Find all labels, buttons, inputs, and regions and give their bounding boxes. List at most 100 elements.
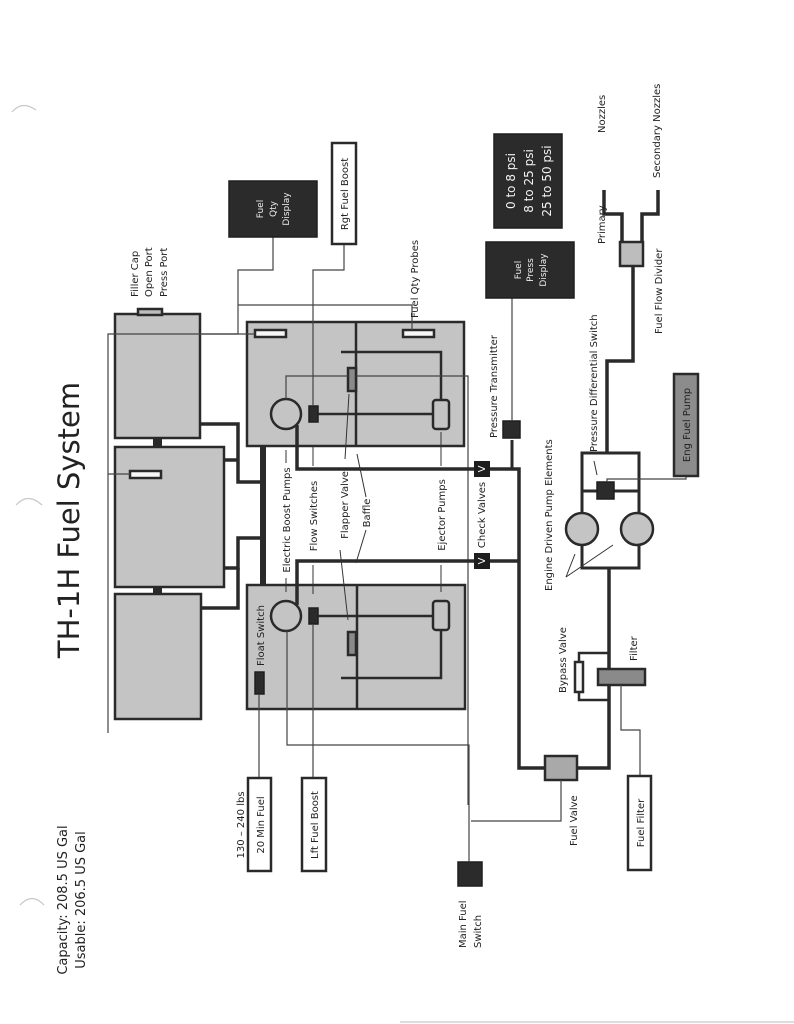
primary-nozzle-line <box>602 190 624 242</box>
engine-driven-pump-element-2 <box>619 511 655 547</box>
fuel-qty-display-line-2: Qty <box>269 200 279 217</box>
fuel-qty-probe-right-aft <box>401 328 436 339</box>
probe-wire-aft <box>238 304 413 330</box>
fuel-press-display <box>485 241 575 299</box>
ejector-pickup-left <box>341 630 443 680</box>
leader-edp-2 <box>565 544 614 578</box>
fuel-qty-probes-label: Fuel Qty Probes <box>410 240 421 318</box>
pump-outlet-line <box>605 265 635 453</box>
filter <box>596 667 647 687</box>
filler-cap <box>136 307 164 317</box>
crossfeed-pipe-1 <box>200 422 262 484</box>
low-fuel-range-label: 130 – 240 lbs <box>236 791 247 858</box>
bypass-valve <box>573 660 585 694</box>
press-port-label: Press Port <box>159 248 170 297</box>
psi-range-2: 8 to 25 psi <box>522 149 536 213</box>
tank-interconnect-2 <box>153 586 162 595</box>
flow-switch-left <box>308 607 319 625</box>
check-valves-label: Check Valves <box>477 482 488 548</box>
baffle-label: Baffle <box>362 499 373 528</box>
check-valve-left <box>474 553 490 569</box>
boost-pump-wire-right <box>285 375 348 399</box>
probe-wire-cell <box>107 305 239 733</box>
fuel-valve-wire <box>471 780 562 822</box>
pressure-transmitter-label: Pressure Transmitter <box>489 334 500 438</box>
leader-baffle-right <box>356 453 367 498</box>
secondary-nozzle-line <box>640 190 660 242</box>
fuel-qty-probe-right-fwd <box>253 328 288 339</box>
punch-hole-bottom <box>19 897 45 906</box>
punch-hole-middle <box>15 497 43 506</box>
punch-hole-top <box>11 104 37 113</box>
electric-boost-pumps-label: Electric Boost Pumps <box>282 467 293 572</box>
boost-outlet-right <box>295 425 474 471</box>
flapper-valve-label: Flapper Valve <box>340 471 351 539</box>
float-switch <box>254 671 265 695</box>
electric-boost-pump-right <box>269 397 303 431</box>
secondary-nozzles-label: Secondary Nozzles <box>652 84 663 178</box>
fuel-flow-divider <box>618 240 645 268</box>
fuel-filter-indicator <box>626 774 653 872</box>
fuel-qty-display-line-1: Fuel <box>256 200 266 218</box>
fuel-valve-label: Fuel Valve <box>569 795 580 846</box>
psi-range-1: 0 to 8 psi <box>504 153 518 209</box>
electric-boost-pump-left <box>269 599 303 633</box>
filler-cap-label: Filler Cap <box>130 251 141 297</box>
fuel-cell-bottom <box>113 592 203 721</box>
crossfeed-pipe-3 <box>224 536 262 570</box>
open-port-label: Open Port <box>144 247 155 297</box>
page-title: TH-1H Fuel System <box>52 382 86 659</box>
leader-baffle-left <box>355 529 367 564</box>
check-valve-glyph-right: V <box>477 465 488 472</box>
rgt-fuel-boost-label: Rgt Fuel Boost <box>340 158 351 230</box>
pressure-diff-switch-wire <box>606 477 687 482</box>
leader-flapper-right <box>344 393 350 460</box>
filter-label: Filter <box>629 635 640 661</box>
psi-range-3: 25 to 50 psi <box>540 145 554 216</box>
min-fuel-indicator <box>246 776 273 873</box>
engine-driven-pump-housing <box>580 451 641 570</box>
filter-wire <box>620 685 641 776</box>
fuel-press-display-line-2: Press <box>526 258 536 282</box>
nozzles-label: Nozzles <box>597 95 608 133</box>
fuel-filter-label: Fuel Filter <box>636 798 647 847</box>
pressure-differential-switch <box>596 481 615 500</box>
min-fuel-label: 20 Min Fuel <box>256 796 267 853</box>
engine-driven-pump-elements-label: Engine Driven Pump Elements <box>544 439 555 591</box>
fuel-qty-display-line-3: Display <box>282 192 292 226</box>
check-valve-glyph-left: V <box>477 557 488 564</box>
eng-fuel-pump-indicator <box>672 372 700 478</box>
fuel-press-display-line-1: Fuel <box>514 261 524 279</box>
leader-edp-1 <box>565 553 576 578</box>
flapper-valve-right <box>346 366 358 393</box>
tank-interconnect-1 <box>153 437 162 448</box>
ejector-pump-left <box>431 599 451 632</box>
lft-fuel-boost-label: Lft Fuel Boost <box>310 791 321 859</box>
check-valve-right <box>474 461 490 477</box>
fuel-cell-middle <box>113 445 226 589</box>
main-fuel-switch-label-1: Main Fuel <box>458 900 469 948</box>
ejector-pumps-label: Ejector Pumps <box>437 479 448 551</box>
fuel-qty-probe-middle <box>128 469 163 480</box>
ejector-pickup-right <box>341 350 443 400</box>
leader-flapper-left <box>339 549 349 621</box>
main-fuel-switch-wire <box>286 631 470 862</box>
flapper-valve-left <box>346 630 358 657</box>
fuel-flow-divider-label: Fuel Flow Divider <box>654 248 665 334</box>
pump-inlet-line <box>572 568 611 770</box>
eng-fuel-pump-label: Eng Fuel Pump <box>682 388 693 462</box>
bypass-valve-label: Bypass Valve <box>558 627 569 693</box>
lft-fuel-boost-indicator <box>300 776 328 873</box>
pressure-differential-switch-label: Pressure Differential Switch <box>589 314 600 452</box>
fuel-valve <box>543 754 579 782</box>
fuel-press-display-line-3: Display <box>539 253 549 287</box>
ejector-pump-right <box>431 398 451 431</box>
boost-outlet-left <box>295 559 474 605</box>
main-fuel-switch-label-2: Switch <box>473 915 484 948</box>
float-wire-right <box>356 375 469 805</box>
fuel-qty-display <box>228 180 318 238</box>
float-switch-label: Float Switch <box>256 605 267 666</box>
main-supply-line <box>490 467 546 770</box>
fuel-cell-top <box>113 312 202 440</box>
